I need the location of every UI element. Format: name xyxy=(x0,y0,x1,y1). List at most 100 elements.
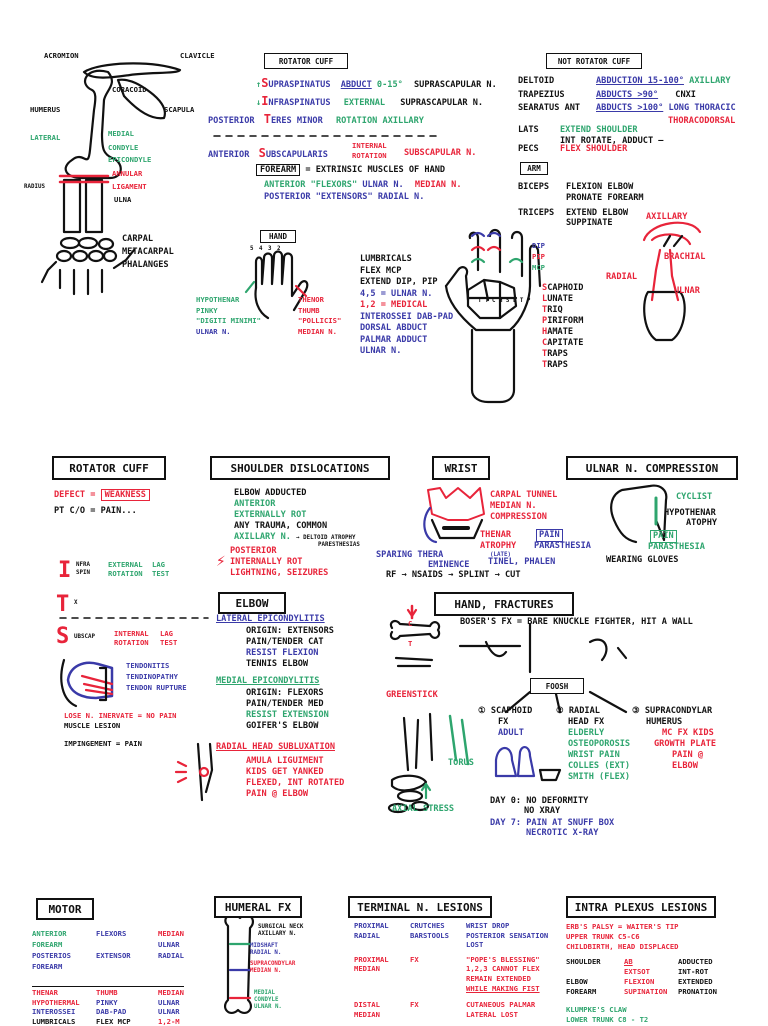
carpal-rest: UNATE xyxy=(547,294,573,304)
term-cell: PROXIMAL xyxy=(354,921,410,931)
motor2-cell: THENAR xyxy=(32,988,96,998)
teres-t: T xyxy=(56,594,69,616)
carpals-list: SCAPHOID LUNATE TRIQ PIRIFORM HAMATE CAP… xyxy=(542,283,583,371)
erb-cell: AB xyxy=(624,957,678,967)
lumb-line: INTEROSSEI DAB-PAD xyxy=(360,312,453,324)
wrist-line: COMPRESSION xyxy=(490,512,557,523)
supra-line: ELBOW xyxy=(632,761,716,772)
forearm-label: FOREARM xyxy=(256,164,300,176)
rc-internal: INTERNAL xyxy=(352,142,387,151)
eminence-label: EMINENCE xyxy=(428,560,469,571)
ulnar-atophy: ATOPHY xyxy=(686,518,717,529)
day7-line1: DAY 7: PAIN AT SNUFF BOX xyxy=(490,818,614,829)
lat-line: RESIST FLEXION xyxy=(246,648,334,659)
infra-i: I xyxy=(58,560,71,582)
radial-line: WRIST PAIN xyxy=(556,750,630,761)
term-cell: FX xyxy=(410,1000,466,1010)
rc-teres: ERES MINOR xyxy=(271,116,323,126)
rc-posterior: POSTERIOR xyxy=(208,116,255,126)
rc-supra-action: ABDUCT xyxy=(341,80,372,90)
ulnar-artery: ULNAR xyxy=(674,286,700,297)
day0-line1: DAY 0: NO DEFORMITY xyxy=(490,796,588,807)
nrc-a: FLEX SHOULDER xyxy=(560,144,627,154)
carpal-rest: IRIFORM xyxy=(547,316,583,326)
carpal-label: CARPAL xyxy=(122,234,153,245)
radial-line: ② RADIAL xyxy=(556,706,630,717)
sd-deltoid: → DELTOID ATROPHY xyxy=(296,535,355,541)
thenar-label: THENAR xyxy=(480,530,511,541)
subscap-a: UBSCAP xyxy=(74,634,95,641)
metacarpal-label: METACARPAL xyxy=(122,247,174,258)
klumpke: KLUMPKE'S CLAW xyxy=(566,1006,627,1015)
radial-line: OSTEOPOROSIS xyxy=(556,739,630,750)
fx-c: C xyxy=(408,620,412,629)
carpal-rest: AMATE xyxy=(547,327,573,337)
rc-infraspinatus: NFRASPINATUS xyxy=(268,98,330,108)
erb-line: CHILDBIRTH, HEAD DISPLACED xyxy=(566,942,679,952)
carpal-tunnel-block: CARPAL TUNNEL MEDIAN N. COMPRESSION xyxy=(490,490,557,523)
lumbricals-block: LUMBRICALS FLEX MCP EXTEND DIP, PIP 4,5 … xyxy=(360,254,453,358)
foosh-box: FOOSH xyxy=(530,678,584,694)
erb-cell: INT-ROT xyxy=(678,967,708,976)
thenor-line: THUMB xyxy=(298,307,341,316)
erb-cell: FOREARM xyxy=(566,987,624,997)
wearing-gloves: WEARING GLOVES xyxy=(606,555,678,566)
erb-cell: ELBOW xyxy=(566,977,624,987)
infra-test2: ROTATION xyxy=(108,570,143,579)
erb-cell: SUPINATION xyxy=(624,987,678,997)
hfx-median: MEDIAN N. xyxy=(250,968,281,975)
nrc-m: DELTOID xyxy=(518,76,596,87)
lumb-line: 1,2 = MEDICAL xyxy=(360,300,453,312)
epicondyle-label: EPICONDYLE xyxy=(108,156,151,165)
infra-b: SPIN xyxy=(76,570,90,577)
radial-line: HEAD FX xyxy=(556,717,630,728)
rhs-title: RADIAL HEAD SUBLUXATION xyxy=(216,742,335,753)
coracoid-label: CORACOID xyxy=(112,86,147,95)
nrc-a: ABDUCTS >90° xyxy=(596,90,658,100)
subscap-lagtest: TEST xyxy=(160,639,177,648)
rhs-line: AMULA LIGUIMENT xyxy=(246,756,344,767)
cyclist-label: CYCLIST xyxy=(676,492,712,503)
defect-row: DEFECT = WEAKNESS xyxy=(54,490,150,501)
dip-label: DIP xyxy=(532,242,545,251)
sd-line: LIGHTNING, SEIZURES xyxy=(230,568,328,579)
motor2-cell: INTEROSSEI xyxy=(32,1007,96,1017)
sparing-label: SPARING THERA xyxy=(376,550,443,561)
sd-line: EXTERNALLY ROT xyxy=(234,510,355,521)
nrc-a: ABDUCTS >100° xyxy=(596,103,663,113)
lumb-line: EXTEND DIP, PIP xyxy=(360,277,453,289)
motor-cell: RADIAL xyxy=(158,951,184,960)
term-cell: 1,2,3 CANNOT FLEX xyxy=(466,964,540,973)
impingement: IMPINGEMENT = PAIN xyxy=(64,740,142,749)
erb-block: ERB'S PALSY = WAITER'S TIP UPPER TRUNK C… xyxy=(566,922,679,952)
term-cell: REMAIN EXTENDED xyxy=(466,974,531,983)
triceps-label: TRICEPS xyxy=(518,208,554,219)
hfx-radial: RADIAL N. xyxy=(250,950,281,957)
tendon-line: TENDON RUPTURE xyxy=(126,682,187,693)
hand-box: HAND xyxy=(260,230,296,243)
tendon-line: TENDONITIS xyxy=(126,660,187,671)
tendon-block: TENDONITIS TENDINOPATHY TENDON RUPTURE xyxy=(126,660,187,693)
lightning-icon: ⚡ xyxy=(216,556,226,567)
torus-label: TORUS xyxy=(448,758,474,769)
radius-label: RADIUS xyxy=(24,184,45,191)
rc-infra-nerve: SUPRASCAPULAR N. xyxy=(400,98,483,108)
humerus-fx-drawing xyxy=(225,915,253,1013)
term-cell: POSTERIOR SENSATION xyxy=(466,931,548,940)
hfx-supra: SUPRACONDYLAR xyxy=(250,961,295,968)
nrc-a: EXTEND SHOULDER xyxy=(560,125,638,135)
tendon-line: TENDINOPATHY xyxy=(126,671,187,682)
muscle-lesion: MUSCLE LESION xyxy=(64,722,120,731)
thenor-line: "POLLICIS" xyxy=(298,317,341,326)
term-cell: BARSTOOLS xyxy=(410,931,466,941)
hypo-line: PINKY xyxy=(196,307,261,316)
atrophy-label: ATROPHY xyxy=(480,541,516,552)
infra-a: NFRA xyxy=(76,562,90,569)
biceps-pronate: PRONATE FOREARM xyxy=(566,193,644,204)
nrc-n: CNXI xyxy=(675,90,696,100)
